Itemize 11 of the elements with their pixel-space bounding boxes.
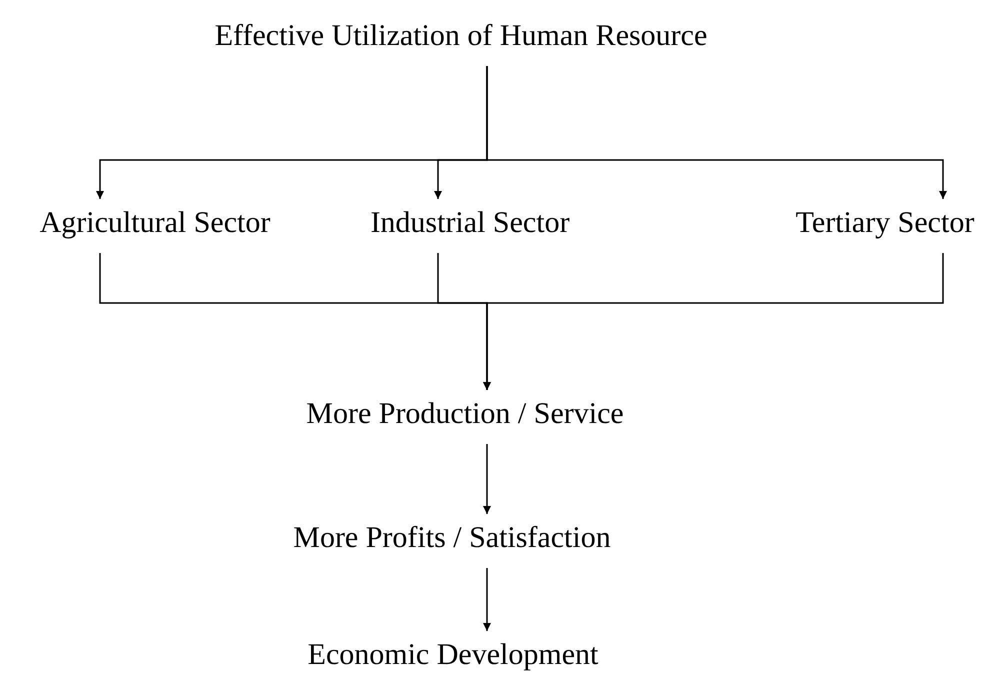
flow-step-text: Effective Utilization of Human Resource (214, 18, 708, 54)
flow-step-text: Industrial Sector (370, 205, 570, 241)
flow-step-text: Tertiary Sector (796, 205, 974, 241)
flow-step-text: More Profits / Satisfaction (293, 520, 611, 556)
arrow (486, 66, 947, 199)
flow-step-text: Economic Development (308, 637, 598, 673)
flow-step-text: Agricultural Sector (40, 205, 270, 241)
arrow (483, 444, 491, 514)
arrow (483, 253, 944, 390)
flow-step-text: More Production / Service (306, 396, 624, 432)
arrow (483, 568, 491, 631)
